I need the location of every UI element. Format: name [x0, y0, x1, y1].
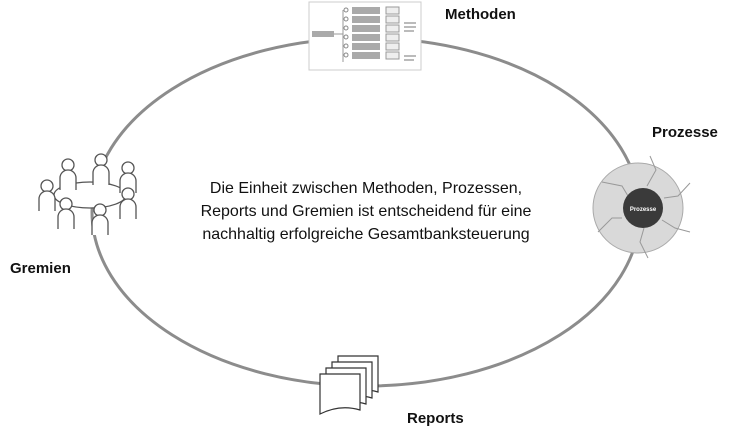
center-line-2: Reports und Gremien ist entscheidend für…	[200, 203, 532, 220]
center-line-1: Die Einheit zwischen Methoden, Prozessen…	[209, 180, 523, 197]
center-line-3: nachhaltig erfolgreiche Gesamtbanksteuer…	[202, 226, 530, 243]
label-gremien: Gremien	[10, 260, 71, 277]
label-methoden: Methoden	[445, 6, 516, 23]
label-prozesse: Prozesse	[652, 124, 718, 141]
reports-icon	[319, 355, 379, 415]
center-statement: Die Einheit zwischen Methoden, Prozessen…	[166, 177, 566, 246]
label-reports: Reports	[407, 410, 464, 427]
process-wheel: Prozesse	[592, 155, 691, 259]
process-wheel-label: Prozesse	[630, 207, 657, 213]
committee-icon	[38, 153, 137, 235]
methods-thumbnail	[308, 1, 422, 71]
